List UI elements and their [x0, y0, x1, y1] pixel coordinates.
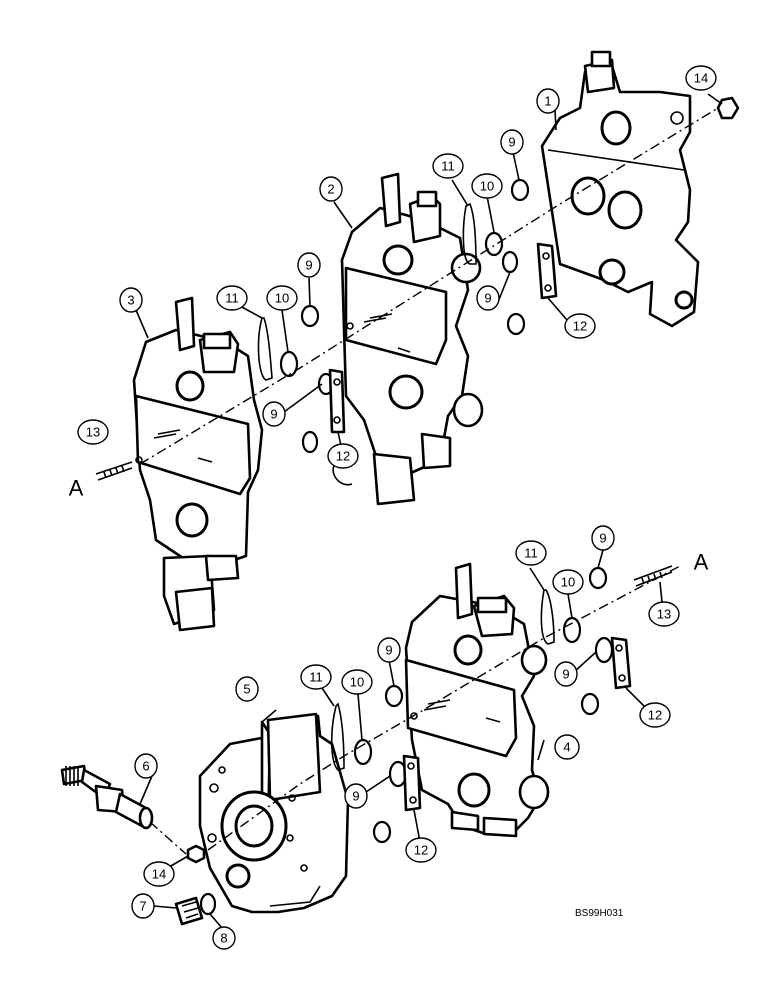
callout-9-f: 9: [377, 637, 401, 663]
callout-12-a: 12: [564, 313, 596, 339]
callout-11-a-label: 11: [441, 159, 455, 174]
callout-10-c-label: 10: [561, 575, 575, 590]
callout-10-a-label: 10: [480, 179, 494, 194]
callout-9-b: 9: [297, 252, 321, 278]
callout-2-label: 2: [327, 182, 334, 197]
drawing-code: BS99H031: [575, 908, 624, 919]
callout-13-b: 13: [648, 601, 680, 627]
callout-3-label: 3: [127, 293, 134, 308]
callout-9-a-label: 9: [508, 135, 515, 150]
callout-13-a: 13: [77, 419, 109, 445]
reference-letter-a-right: A: [694, 550, 709, 575]
assembly-center-line-bottom: [207, 565, 681, 851]
callout-3: 3: [119, 287, 143, 313]
callout-9-f-label: 9: [385, 643, 392, 658]
callout-11-b: 11: [216, 285, 248, 311]
callout-12-d-label: 12: [414, 843, 428, 858]
callout-8: 8: [212, 926, 236, 950]
bottom-row-seals: [174, 565, 673, 926]
callout-6: 6: [134, 753, 158, 779]
callout-11-d: 11: [300, 664, 332, 690]
callout-12-a-label: 12: [573, 319, 587, 334]
callout-9-b-label: 9: [305, 258, 312, 273]
callout-7-label: 7: [139, 899, 146, 914]
valve-section-1: [540, 50, 700, 328]
callout-5-label: 5: [243, 682, 250, 697]
leader-lines: [135, 93, 723, 929]
callout-13-a-label: 13: [86, 425, 100, 440]
assembly-center-line-plug: [149, 821, 187, 855]
callout-11-d-label: 11: [309, 670, 323, 685]
valve-section-2: [340, 172, 484, 506]
callout-9-g: 9: [554, 661, 578, 687]
callout-9-c: 9: [476, 285, 500, 311]
callout-10-d-label: 10: [350, 675, 364, 690]
callout-11-b-label: 11: [225, 291, 239, 306]
callout-10-b: 10: [266, 285, 298, 311]
callout-12-b: 12: [327, 443, 359, 469]
top-row-seals: [95, 96, 740, 486]
callout-5: 5: [235, 676, 259, 702]
callout-12-b-label: 12: [336, 449, 350, 464]
callout-8-label: 8: [220, 931, 227, 946]
valve-section-5: [198, 712, 350, 914]
valve-section-3: [132, 296, 264, 632]
callout-1-label: 1: [544, 94, 551, 109]
callout-4: 4: [554, 734, 580, 760]
callout-9-e-label: 9: [599, 531, 606, 546]
callout-9-a: 9: [500, 129, 524, 155]
callout-9-e: 9: [591, 525, 615, 551]
callout-1: 1: [536, 88, 560, 114]
callout-10-a: 10: [471, 173, 503, 199]
relief-valve-6: [60, 764, 154, 830]
callout-9-d-label: 9: [270, 407, 277, 422]
callout-4-label: 4: [563, 740, 570, 755]
callout-6-label: 6: [142, 759, 149, 774]
callout-9-d: 9: [262, 401, 286, 427]
callout-2: 2: [319, 176, 343, 202]
callout-7: 7: [131, 893, 155, 919]
callout-10-d: 10: [341, 669, 373, 695]
callout-11-a: 11: [432, 153, 464, 179]
callout-14-b-label: 14: [152, 867, 166, 882]
callout-9-c-label: 9: [484, 291, 491, 306]
callout-11-c: 11: [515, 540, 547, 566]
callout-14-a: 14: [685, 65, 717, 91]
valve-section-4: [404, 562, 550, 838]
callout-14-b: 14: [143, 861, 175, 887]
reference-letter-a-left: A: [69, 476, 84, 501]
callout-12-d: 12: [405, 837, 437, 863]
callout-12-c: 12: [639, 702, 671, 728]
assembly-center-line-top: [139, 107, 719, 465]
callout-11-c-label: 11: [524, 546, 538, 561]
callout-14-a-label: 14: [694, 71, 708, 86]
callout-13-b-label: 13: [657, 607, 671, 622]
callout-12-c-label: 12: [648, 708, 662, 723]
callout-9-h: 9: [344, 783, 368, 809]
callout-9-g-label: 9: [562, 667, 569, 682]
callout-10-c: 10: [552, 569, 584, 595]
callout-10-b-label: 10: [275, 291, 289, 306]
callout-9-h-label: 9: [352, 789, 359, 804]
